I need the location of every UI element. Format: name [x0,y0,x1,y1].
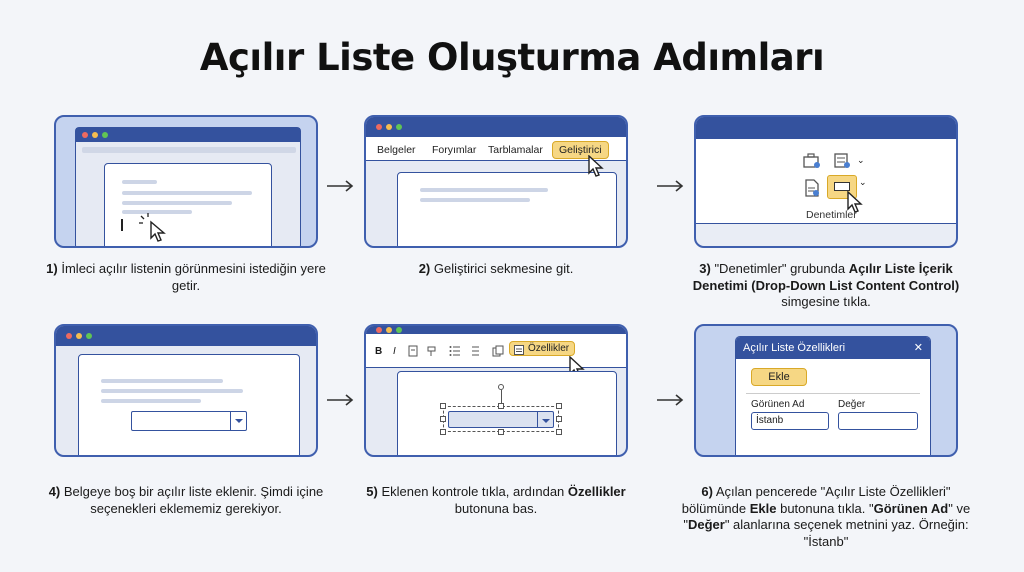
step-text-bold: Görünen Ad [873,500,949,516]
step-2-caption: 2) Geliştirici sekmesine git. [346,261,646,278]
window-titlebar [366,117,626,137]
tab-belgeler[interactable]: Belgeler [377,144,416,156]
italic-button[interactable]: I [393,346,396,357]
tab-tablolar[interactable]: Tarblamalar [488,144,543,156]
step-2-illustration: Belgeler Foryımlar Tarblamalar Geliştiri… [364,115,628,248]
step-text: "Denetimler" grubunda [714,261,849,276]
document-page [78,354,300,455]
window-titlebar [76,128,300,142]
ribbon-header [696,117,956,139]
step-1-caption: 1) İmleci açılır listenin görünmesini is… [36,261,336,294]
bullet-list-icon[interactable] [468,345,480,357]
properties-label: Özellikler [528,343,570,354]
step-text: Açılan pencerede "Açılır Liste Özellikle… [681,484,951,516]
step-text: butonuna tıkla. " [776,500,874,516]
dropdown-list-control[interactable] [448,411,554,428]
close-icon[interactable]: ✕ [913,342,923,354]
step-6-illustration: Açılır Liste Özellikleri ✕ Ekle Görünen … [694,324,958,457]
step-text: Eklenen kontrole tıkla, ardından [381,484,568,499]
numbered-list-icon[interactable] [449,345,461,357]
display-name-label: Görünen Ad [751,399,805,410]
dialog-title: Açılır Liste Özellikleri [736,337,930,359]
properties-icon [514,345,524,355]
mouse-pointer-icon [588,155,604,177]
dropdown-properties-dialog: Açılır Liste Özellikleri ✕ Ekle Görünen … [735,336,931,455]
step-text: İmleci açılır listenin görünmesini isted… [61,261,326,293]
chevron-down-icon: ⌄ [859,177,867,187]
step-number: 5) [366,484,378,499]
step-text: " ve " [683,500,971,533]
step-text-bold: Açılır Liste İçerik Denetimi (Drop-Down … [692,261,960,293]
step-text-bold: Özellikler [567,484,626,499]
briefcase-control-icon [803,153,820,168]
step-1-illustration [54,115,318,248]
document-page [104,163,272,246]
step-text: simgesine tıkla. [781,294,871,309]
text-cursor-icon [121,219,123,231]
rotate-handle[interactable] [498,384,504,390]
document-page [397,371,617,455]
document-control-icon [805,179,819,197]
step-text: Geliştirici sekmesine git. [433,261,574,276]
format-icon[interactable] [408,345,420,357]
value-field[interactable] [838,412,918,430]
arrow-right-icon [657,394,684,406]
ribbon-placeholder [82,147,296,153]
step-text-bold: Değer [687,517,725,532]
copy-icon[interactable] [492,345,505,357]
step-number: 2) [418,261,431,276]
add-button[interactable]: Ekle [751,368,807,386]
step-3-caption: 3) "Denetimler" grubunda Açılır Liste İç… [676,261,976,311]
controls-group-panel [696,139,956,224]
display-name-field[interactable]: İstanb [751,412,829,430]
arrow-right-icon [327,180,354,192]
arrow-right-icon [327,394,354,406]
tab-gelistirici[interactable]: Geliştirici [552,141,609,159]
step-number: 3) [699,261,711,276]
arrow-right-icon [657,180,684,192]
chevron-down-icon[interactable] [537,412,553,427]
mouse-pointer-icon [847,191,863,213]
step-text: " alanlarına seçenek metnini yaz. Örneği… [724,517,969,549]
controls-group-label: Denetimler [806,209,857,221]
step-text: Belgeye boş bir açılır liste eklenir. Şi… [63,484,324,516]
value-label: Değer [838,399,866,410]
window-titlebar [56,326,316,346]
dropdown-list-control[interactable] [131,411,247,431]
chevron-down-icon: ⌄ [857,155,865,165]
document-page [397,172,617,246]
step-6-caption: 6) Açılan pencerede "Açılır Liste Özelli… [676,484,976,550]
step-text: butonuna bas. [454,500,538,516]
step-5-caption: 5) Eklenen kontrole tıkla, ardından Özel… [346,484,646,517]
step-5-illustration: B I Özellikler [364,324,628,457]
window-titlebar [366,326,626,334]
paint-icon[interactable] [426,345,438,357]
step-text-bold: Ekle [749,500,777,516]
step-number: 6) [701,484,713,499]
chevron-down-icon[interactable] [230,412,246,430]
step-number: 4) [48,484,61,499]
step-3-illustration: ⌄ ⌄ Denetimler [694,115,958,248]
step-4-caption: 4) Belgeye boş bir açılır liste eklenir.… [36,484,336,517]
properties-button[interactable]: Özellikler [509,341,576,356]
tab-formlar[interactable]: Foryımlar [432,144,477,156]
app-window [75,127,301,246]
bold-button[interactable]: B [375,346,383,357]
step-4-illustration [54,324,318,457]
step-number: 1) [46,261,58,276]
grid-control-icon [834,153,850,168]
mouse-pointer-icon [139,213,166,242]
page-title: Açılır Liste Oluşturma Adımları [199,36,825,79]
